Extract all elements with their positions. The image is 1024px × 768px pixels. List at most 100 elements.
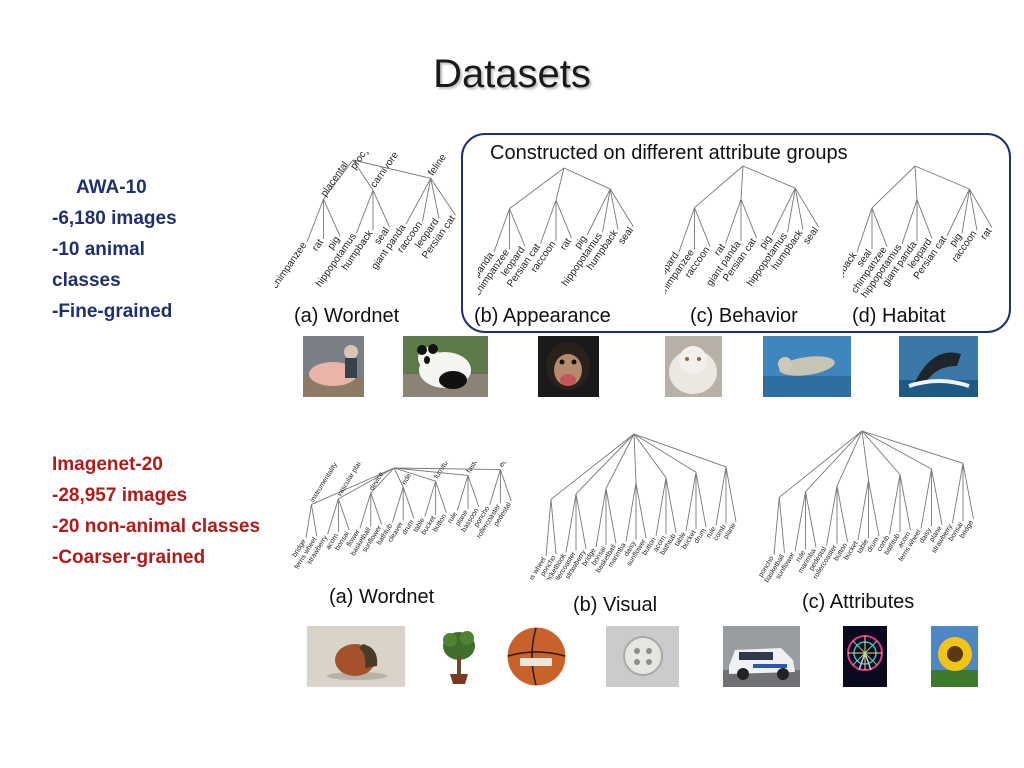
tree-edge [352,159,431,179]
tree-edge [323,159,354,200]
tree-edge [952,463,964,523]
awa-habitat-tree: humpbacksealchimpanzeehippopotamusgiant … [843,165,995,300]
tree-edge [430,178,440,219]
tree-edge [555,167,565,201]
awa-bullet-classes-cont: classes [52,270,121,291]
imagenet-caption-wordnet: (a) Wordnet [329,586,435,608]
tree-edge [868,480,880,537]
tree-edge [493,208,510,253]
tree-edge [422,178,432,222]
tree-edge [609,188,634,228]
tree-edge [916,199,933,239]
tree-edge [901,199,918,245]
tree-edge [836,485,848,542]
tree-internal-label: equipment [498,462,521,469]
tree-edge [352,159,374,191]
tree-edge [778,430,863,498]
tree-edge [489,469,501,506]
tree-edge [794,188,804,230]
tree-edge [633,433,667,478]
tree-edge [359,492,372,529]
imagenet-description: Imagenet-20 -28,957 images -20 non-anima… [52,449,260,573]
tree-edge [969,188,993,228]
tree-leaf-label: seal [801,225,821,246]
tree-edge [563,167,611,190]
tree-edge [393,467,436,482]
tree-edge [871,207,888,247]
photo-ferris-wheel [843,626,887,687]
attribute-group-box [461,133,1011,333]
tree-edge [805,491,817,548]
tree-edge [920,468,932,529]
tree-edge [456,475,469,511]
photo-giant-panda [403,336,488,397]
tree-internal-label: carnivore [368,152,401,190]
photo-bonsai [440,626,478,687]
tree-edge [899,474,911,531]
tree-edge [575,493,587,549]
photo-humpback [899,336,978,397]
tree-edge [725,199,742,244]
tree-edge [787,188,796,233]
tree-edge [914,165,918,200]
awa-bullet-classes: -10 animal [52,239,145,260]
tree-edge [794,491,806,552]
tree-edge [871,165,916,209]
tree-edge [405,178,432,225]
tree-edge [931,468,943,525]
tree-edge [555,200,572,239]
tree-edge [609,189,619,230]
tree-edge [861,430,932,470]
tree-edge [540,200,557,244]
awa-caption-appearance: (b) Appearance [474,305,611,327]
tree-edge [826,485,838,546]
tree-edge [625,483,637,542]
awa-description: AWA-10 -6,180 images -10 animal classes … [52,172,177,327]
tree-edge [678,207,695,253]
tree-edge [435,481,447,513]
photo-sunflower [931,626,978,687]
photo-acorn [307,626,405,687]
photo-police-car [723,626,800,687]
tree-edge [778,497,785,554]
tree-edge [323,198,341,237]
tree-leaf-label: rat [979,226,995,242]
tree-edge [861,430,901,475]
tree-edge [969,188,978,231]
tree-edge [305,504,312,539]
tree-edge [635,483,647,539]
tree-edge [633,433,637,484]
tree-edge [391,486,404,523]
tree-edge [665,477,677,533]
imagenet-caption-attributes: (c) Attributes [802,591,915,613]
tree-internal-label: fastener [466,462,486,474]
tree-edge [595,488,607,548]
imagenet-bullet-images: -28,957 images [52,485,188,506]
imagenet-bullet-grain: -Coarser-grained [52,547,206,568]
tree-edge [337,498,350,531]
tree-leaf-label: seal [616,225,636,246]
tree-edge [605,433,635,489]
tree-edge [633,433,727,468]
tree-edge [742,165,796,189]
tree-edge [393,467,469,476]
tree-edge [857,480,869,540]
tree-internal-label: instrumentality [309,462,339,504]
tree-edge [402,486,415,519]
tree-edge [856,207,873,253]
tree-edge [836,430,863,487]
photo-button [606,626,679,687]
tree-edge [467,475,480,508]
tree-edge [430,178,456,216]
tree-edge [861,430,869,481]
tree-internal-label: device [369,471,386,492]
tree-edge [861,430,964,464]
photo-seal [763,336,851,397]
tree-edge [946,188,970,236]
tree-edge [586,188,611,236]
tree-edge [961,188,970,234]
tree-edge [602,189,611,233]
tree-edge [370,492,383,525]
photo-chimpanzee [538,336,599,397]
tree-edge [575,433,635,495]
